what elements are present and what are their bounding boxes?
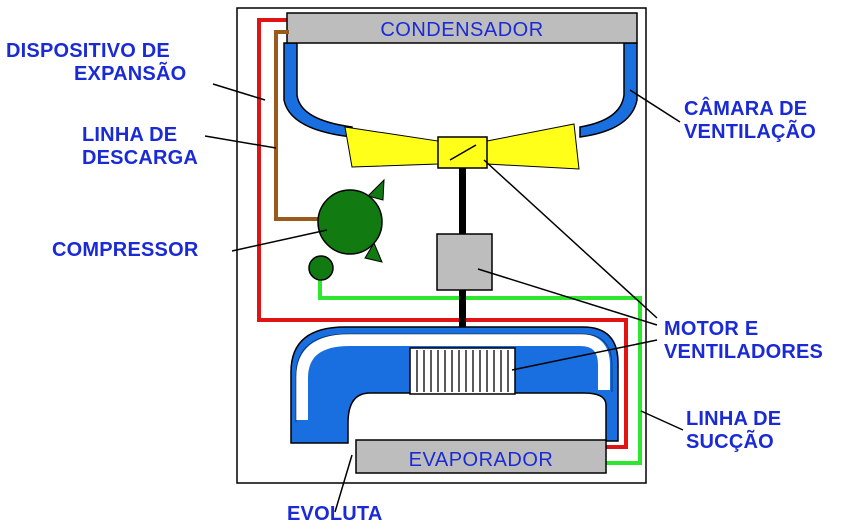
evaporator-label: EVAPORADOR [409,449,554,471]
label-discharge-line: LINHA DE DESCARGA [82,124,199,169]
label-ventilation-chamber: CÂMARA DE VENTILAÇÃO [684,98,816,143]
leader-motor-fans-1 [483,159,658,319]
leader-discharge-line [204,135,277,149]
leader-motor-fans-2 [477,268,658,326]
evaporator [355,439,607,474]
volute-inner-outline [295,333,613,422]
volute-inner-edge [296,334,610,420]
leader-expansion-device [212,83,266,101]
leader-suction-line [640,410,684,431]
leader-ventilation-chamber [629,89,681,123]
compressor-lobe-bottom [364,241,383,263]
compressor-body [317,189,383,255]
ventilation-chamber-right-wall [579,42,638,138]
liquid-line [257,18,628,449]
compressor-lobe-top [367,178,385,201]
leader-volute [334,454,353,513]
motor [436,233,493,291]
label-expansion-device: DISPOSITIVO DE EXPANSÃO [6,40,187,85]
discharge-line [274,30,325,221]
label-compressor: COMPRESSOR [52,239,199,261]
condenser [286,12,638,44]
fan-wheel-blades [416,350,509,392]
fan-coupling-slash [449,144,477,161]
label-volute: EVOLUTA [287,503,383,525]
leader-motor-fans-3 [511,339,658,371]
label-suction-line: LINHA DE SUCÇÃO [686,408,782,453]
leader-compressor [231,229,328,252]
fan-wheel [409,347,516,395]
label-motor-fans: MOTOR E VENTILADORES [664,318,824,363]
accumulator [308,255,334,281]
condenser-label: CONDENSADOR [380,19,543,41]
suction-line [318,272,642,465]
